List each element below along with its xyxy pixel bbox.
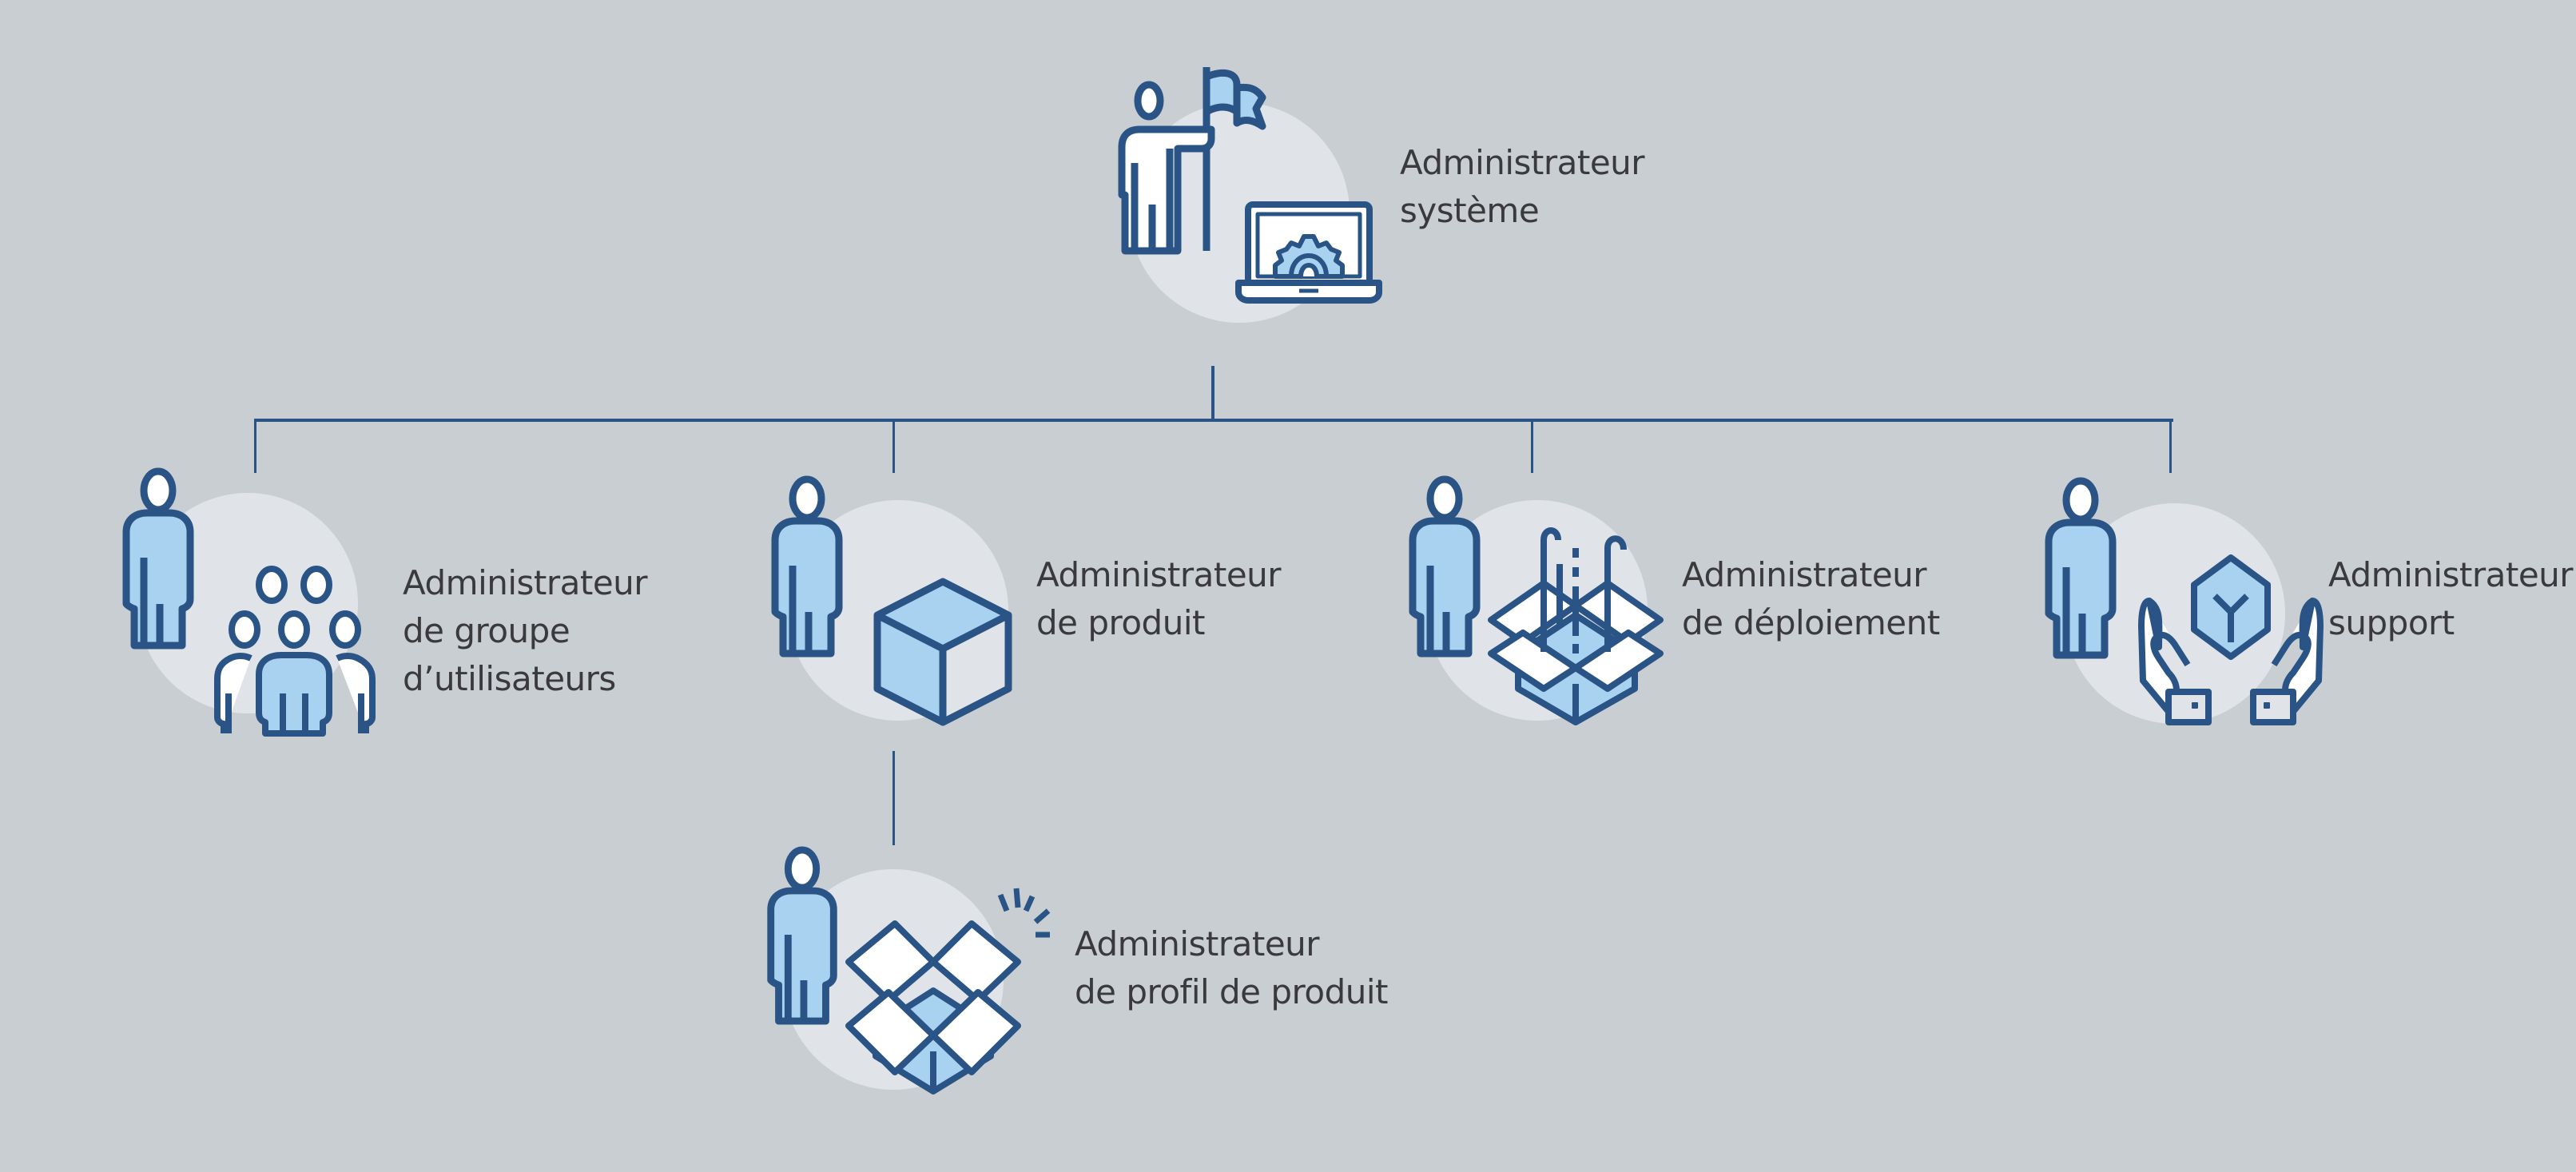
label-line: système — [1400, 191, 1540, 230]
open-box-deploy-icon — [1488, 527, 1664, 725]
node-label-product-admin: Administrateur de produit — [1036, 551, 1282, 647]
connector-to-deployment — [1531, 419, 1533, 473]
connector-product-to-profile — [892, 751, 895, 845]
user-group-icon — [214, 566, 376, 737]
connector-to-support — [2169, 419, 2172, 473]
label-line: support — [2328, 603, 2455, 642]
laptop-gear-icon — [1235, 201, 1382, 304]
person-icon — [771, 475, 843, 658]
node-label-system-admin: Administrateur système — [1400, 139, 1645, 235]
node-label-product-profile-admin: Administrateur de profil de produit — [1075, 920, 1389, 1016]
node-label-deployment-admin: Administrateur de déploiement — [1682, 551, 1940, 647]
label-line: de profil de produit — [1075, 972, 1389, 1011]
connector-horizontal-bar — [254, 419, 2173, 422]
label-line: Administrateur — [403, 563, 648, 602]
label-line: Administrateur — [1036, 555, 1282, 594]
person-icon — [767, 846, 837, 1025]
open-box-sparkle-icon — [845, 888, 1051, 1095]
hands-holding-cube-icon — [2138, 554, 2324, 725]
label-line: de produit — [1036, 603, 1205, 642]
label-line: Administrateur — [1682, 555, 1927, 594]
label-line: Administrateur — [1400, 143, 1645, 182]
node-label-user-group-admin: Administrateur de groupe d’utilisateurs — [403, 559, 648, 703]
node-label-support-admin: Administrateur support — [2328, 551, 2574, 647]
connector-to-product — [892, 419, 895, 473]
person-icon — [2045, 477, 2117, 659]
person-icon — [122, 467, 194, 650]
label-line: de groupe — [403, 611, 570, 650]
cube-icon — [873, 578, 1012, 726]
label-line: Administrateur — [2328, 555, 2574, 594]
person-icon — [1409, 475, 1481, 658]
person-with-flag-icon — [1118, 67, 1266, 255]
label-line: d’utilisateurs — [403, 659, 616, 698]
connector-to-user-group — [254, 419, 256, 473]
connector-system-stem — [1211, 366, 1214, 422]
label-line: de déploiement — [1682, 603, 1940, 642]
label-line: Administrateur — [1075, 924, 1320, 963]
